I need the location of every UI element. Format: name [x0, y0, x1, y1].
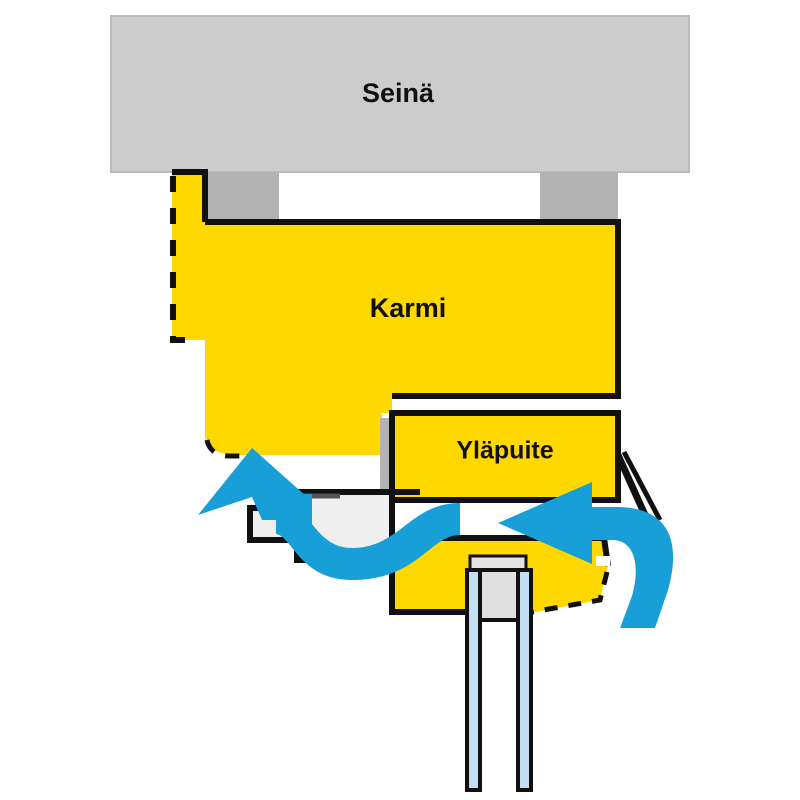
airflow-outward-tail [276, 496, 460, 580]
airflow-arrow-inward [498, 482, 674, 628]
sash-notch [596, 556, 610, 566]
glazing-pane-right [516, 568, 533, 792]
airflow-outward-head [198, 448, 306, 520]
head-group: Yläpuite [380, 410, 621, 503]
glazing-pane-left [465, 568, 482, 792]
wall-reveal-left-block [205, 172, 279, 222]
head-body [389, 410, 621, 503]
glazing-spacer-cap [468, 554, 528, 572]
frame-cut-edge-bottom-left [204, 439, 252, 459]
airflow-outward-neck [280, 494, 312, 534]
frame-body [205, 222, 618, 455]
wall-group: Seinä [110, 15, 690, 173]
wall-body [110, 15, 690, 173]
wall-reveal-right-block [540, 172, 618, 222]
airflow-inward-head [498, 482, 592, 564]
frame-outer-return [172, 172, 205, 340]
airflow-arrow-outward [198, 448, 460, 580]
frame-outline-left-return [172, 169, 208, 222]
airflow-inward-neck [566, 507, 600, 540]
wall-label: Seinä [362, 78, 435, 108]
gasket-seal-line-inner [621, 450, 663, 522]
frame-outline-top [205, 219, 621, 399]
frame-group: Karmi [170, 169, 621, 459]
head-label: Yläpuite [456, 437, 553, 465]
frame-label: Karmi [370, 293, 447, 323]
frame-cut-edge-left [170, 176, 196, 343]
glazing-group [465, 554, 533, 792]
wall-reveal-group [205, 172, 618, 222]
glazing-spacer-body [476, 568, 522, 622]
